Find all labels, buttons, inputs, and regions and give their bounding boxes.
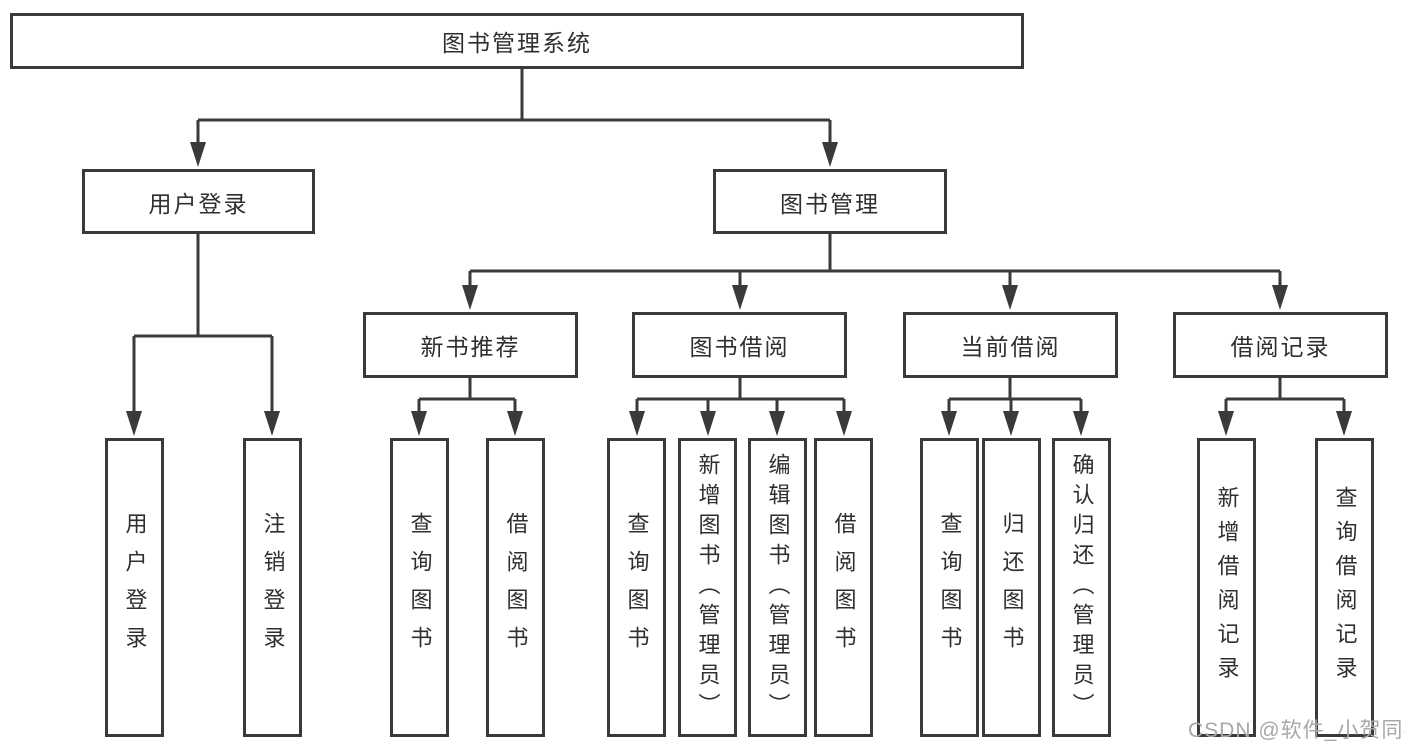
csdn-watermark: CSDN @软件_小贺同学 [1188, 719, 1405, 742]
arrowhead-icon [1272, 285, 1288, 310]
arrowhead-icon [1218, 411, 1234, 436]
node-book-management-label: 图书管理 [780, 190, 880, 217]
node-current-borrow: 当前借阅 [903, 312, 1118, 378]
leaf-edit-book-admin-label: 编辑图书（管理员） [765, 452, 791, 723]
connector-line [196, 69, 832, 157]
arrowhead-icon [941, 411, 957, 436]
leaf-query-books-borrow: 查询图书 [607, 438, 666, 737]
arrowhead-icon [190, 142, 206, 167]
leaf-query-borrow-record-label: 查询借阅记录 [1332, 485, 1358, 690]
connector-line [468, 234, 1282, 300]
leaf-borrow-books-recommend-label: 借阅图书 [503, 511, 529, 664]
leaf-query-books-recommend-label: 查询图书 [407, 511, 433, 664]
leaf-query-books-borrow-label: 查询图书 [624, 511, 650, 664]
arrowhead-icon [732, 285, 748, 310]
leaf-edit-book-admin: 编辑图书（管理员） [748, 438, 807, 737]
leaf-query-books-current-label: 查询图书 [937, 511, 963, 664]
leaf-logout-label: 注销登录 [260, 511, 286, 664]
arrowhead-icon [1003, 411, 1019, 436]
arrowhead-icon [507, 411, 523, 436]
leaf-query-books-recommend: 查询图书 [390, 438, 449, 737]
node-root-system: 图书管理系统 [10, 13, 1024, 69]
leaf-borrow-books-label: 借阅图书 [831, 511, 857, 664]
arrowhead-icon [836, 411, 852, 436]
arrowhead-icon [1002, 285, 1018, 310]
arrowhead-icon [264, 411, 280, 436]
node-borrow-records: 借阅记录 [1173, 312, 1388, 378]
arrowhead-icon [700, 411, 716, 436]
leaf-query-borrow-record: 查询借阅记录 [1315, 438, 1374, 737]
arrowhead-icon [126, 411, 142, 436]
node-root-label: 图书管理系统 [442, 30, 592, 56]
leaf-add-borrow-record: 新增借阅记录 [1197, 438, 1256, 737]
arrowhead-icon [769, 411, 785, 436]
leaf-confirm-return-admin-label: 确认归还（管理员） [1069, 452, 1095, 723]
leaf-add-book-admin: 新增图书（管理员） [678, 438, 737, 737]
node-current-borrow-label: 当前借阅 [960, 334, 1061, 360]
arrowhead-icon [1073, 411, 1089, 436]
arrowhead-icon [411, 411, 427, 436]
node-book-borrow: 图书借阅 [632, 312, 847, 378]
connector-line [635, 378, 846, 426]
node-book-borrow-label: 图书借阅 [689, 334, 790, 360]
node-new-book-recommend: 新书推荐 [363, 312, 578, 378]
connector-line [1224, 378, 1346, 426]
leaf-borrow-books: 借阅图书 [814, 438, 873, 737]
connector-line [947, 378, 1083, 426]
connector-line [417, 378, 517, 426]
connector-line [132, 234, 274, 426]
arrowhead-icon [1336, 411, 1352, 436]
leaf-user-login-label: 用户登录 [122, 511, 148, 664]
leaf-add-book-admin-label: 新增图书（管理员） [695, 452, 721, 723]
node-user-login: 用户登录 [82, 169, 315, 234]
arrowhead-icon [462, 285, 478, 310]
arrowhead-icon [629, 411, 645, 436]
leaf-logout: 注销登录 [243, 438, 302, 737]
leaf-return-book: 归还图书 [982, 438, 1041, 737]
leaf-return-book-label: 归还图书 [999, 511, 1025, 664]
leaf-borrow-books-recommend: 借阅图书 [486, 438, 545, 737]
node-new-book-recommend-label: 新书推荐 [420, 334, 521, 360]
leaf-add-borrow-record-label: 新增借阅记录 [1214, 485, 1240, 690]
arrowhead-icon [822, 142, 838, 167]
node-user-login-label: 用户登录 [148, 190, 249, 217]
leaf-query-books-current: 查询图书 [920, 438, 979, 737]
node-book-management: 图书管理 [713, 169, 947, 234]
leaf-confirm-return-admin: 确认归还（管理员） [1052, 438, 1111, 737]
node-borrow-records-label: 借阅记录 [1230, 334, 1331, 360]
leaf-user-login: 用户登录 [105, 438, 164, 737]
